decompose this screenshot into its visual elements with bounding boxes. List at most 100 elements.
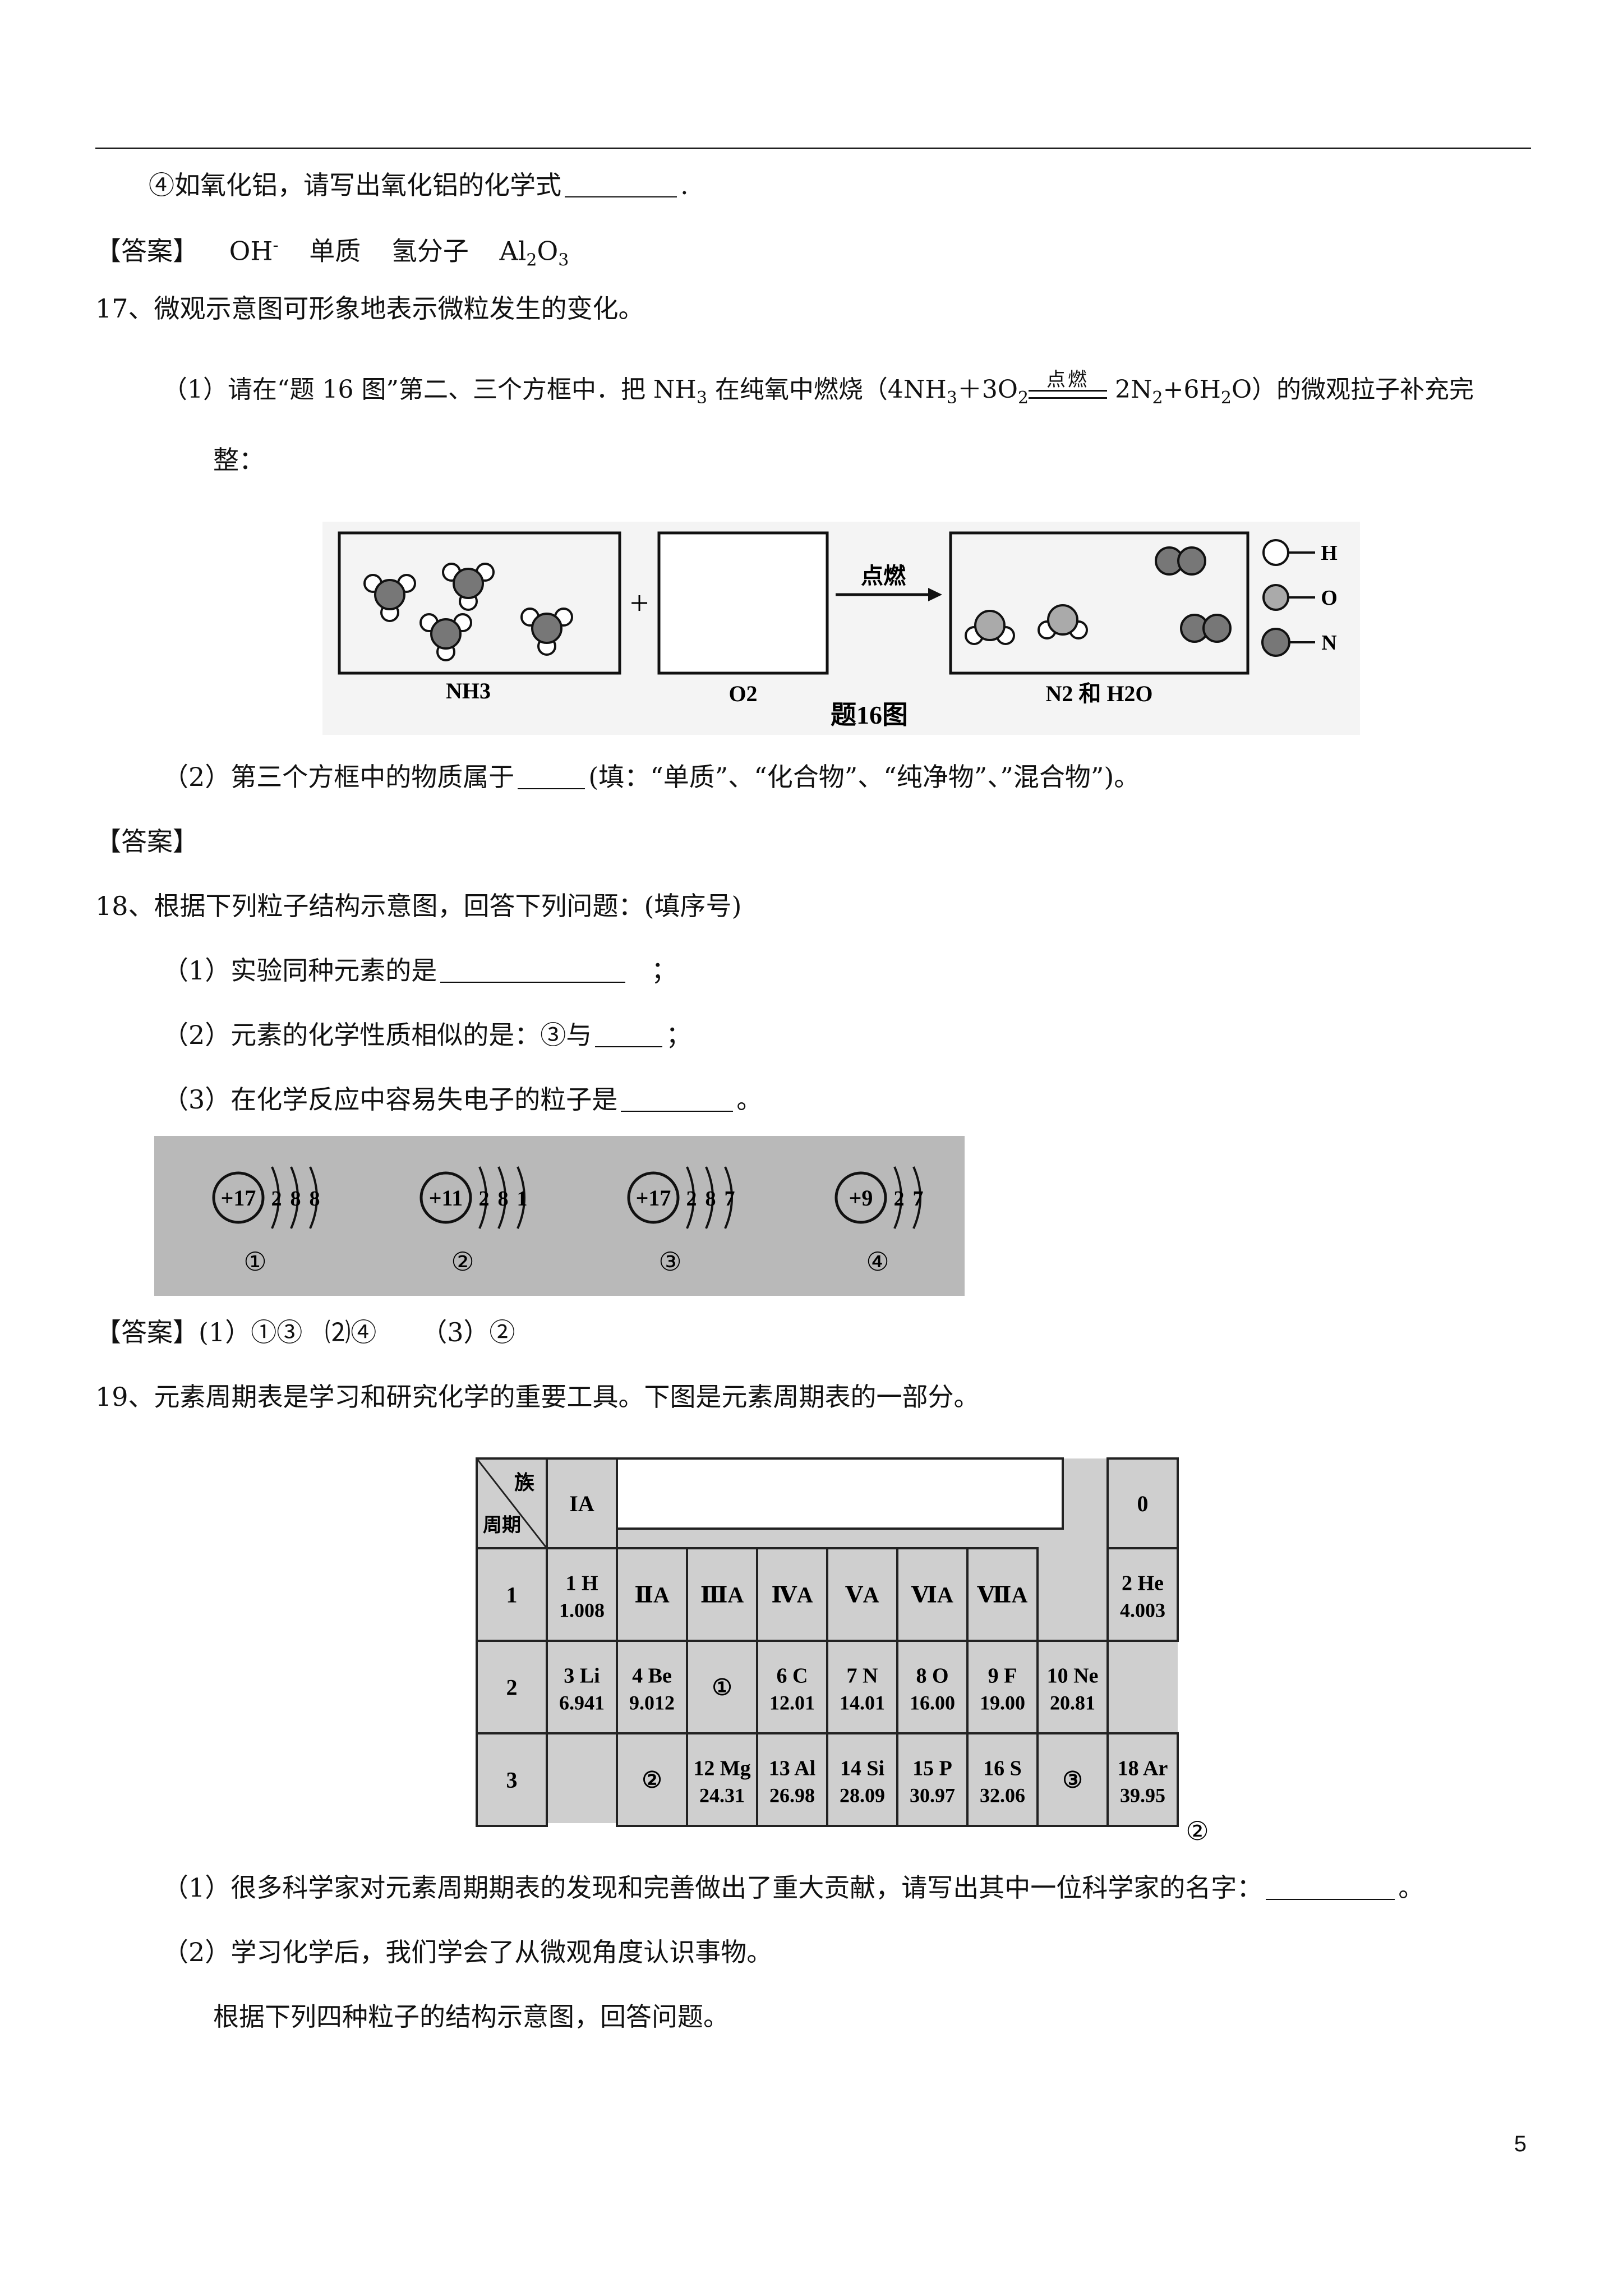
group-header: ⅥA — [896, 1547, 969, 1642]
svg-text:ⅦA: ⅦA — [977, 1582, 1028, 1608]
shell-electrons: 2 — [894, 1187, 905, 1211]
svg-text:4 Be: 4 Be — [632, 1664, 672, 1688]
element-cell: 6 C12.01 — [756, 1640, 828, 1734]
svg-text:N: N — [1321, 631, 1336, 655]
q17-part2: （2）第三个方框中的物质属于(填：“单质”、“化合物”、“纯净物”、”混合物”)… — [163, 762, 1140, 792]
svg-text:28.09: 28.09 — [840, 1784, 885, 1807]
q18-answer: 【答案】(1）①③⑵④（3）② — [95, 1317, 515, 1347]
svg-text:14 Si: 14 Si — [840, 1757, 884, 1780]
element-cell: 14 Si 28.09 — [826, 1732, 898, 1827]
h2o-molecule — [1038, 604, 1088, 639]
nucleus-charge: +17 — [221, 1185, 256, 1211]
svg-text:ⅢA: ⅢA — [700, 1582, 744, 1608]
element-cell: 8 O 16.00 — [896, 1640, 969, 1734]
element-cell: 4 Be 9.012 — [616, 1640, 688, 1734]
svg-text:32.06: 32.06 — [980, 1784, 1025, 1807]
svg-text:20.81: 20.81 — [1050, 1692, 1095, 1714]
q16-answer: 【答案】 OH- 单质 氢分子 Al2O3 — [95, 236, 569, 270]
svg-text:O: O — [1321, 586, 1338, 610]
svg-text:ⅤA: ⅤA — [845, 1582, 879, 1608]
q19-part1: （1）很多科学家对元素周期期表的发现和完善做出了重大贡献，请写出其中一位科学家的… — [163, 1872, 1424, 1903]
svg-text:2 He: 2 He — [1122, 1572, 1164, 1595]
answer-blank[interactable] — [1266, 1876, 1395, 1900]
shell-electrons: 8 — [310, 1187, 320, 1211]
svg-text:3: 3 — [506, 1768, 518, 1793]
q17-answer: 【答案】 — [95, 826, 199, 857]
table-corner: 族周期 — [476, 1457, 548, 1549]
nh3-molecule — [520, 608, 573, 656]
period-label: 3 — [476, 1732, 548, 1827]
nh3-molecule — [363, 574, 416, 622]
shell-electrons: 7 — [725, 1187, 735, 1211]
q18-stem: 18、根据下列粒子结构示意图，回答下列问题：(填序号) — [95, 891, 742, 921]
q19-part2: （2）学习化学后，我们学会了从微观角度认识事物。 — [163, 1937, 773, 1967]
svg-text:4.003: 4.003 — [1120, 1599, 1165, 1622]
period-label: 1 — [476, 1547, 548, 1642]
svg-text:③: ③ — [1063, 1768, 1083, 1793]
svg-text:30.97: 30.97 — [910, 1784, 955, 1807]
shell-electrons: 2 — [479, 1187, 490, 1211]
q17-part1: （1）请在“题 16 图”第二、三个方框中．把 NH3 在纯氧中燃烧（4NH3＋… — [163, 369, 1474, 408]
q18-part2: （2）元素的化学性质相似的是：③与； — [163, 1020, 692, 1050]
answer-blank[interactable] — [565, 174, 677, 197]
svg-text:②: ② — [642, 1768, 662, 1793]
element-cell: 1 H1.008 — [546, 1547, 618, 1642]
atom-label: ④ — [866, 1248, 889, 1276]
box-o2: O2 — [657, 531, 829, 706]
answer-blank[interactable] — [595, 1024, 663, 1047]
svg-text:9.012: 9.012 — [629, 1692, 675, 1714]
shell-electrons: 1 — [517, 1187, 528, 1211]
header-rule — [95, 148, 1531, 149]
box-nh3: NH3 — [338, 531, 621, 703]
svg-text:ⅣA: ⅣA — [771, 1582, 813, 1608]
svg-text:周期: 周期 — [483, 1515, 521, 1536]
nucleus-charge: +9 — [849, 1185, 873, 1211]
nh3-molecule — [419, 613, 472, 661]
nucleus-charge: +17 — [636, 1185, 671, 1211]
element-cell: ① — [686, 1640, 758, 1734]
svg-text:1: 1 — [506, 1582, 518, 1608]
svg-text:6.941: 6.941 — [559, 1692, 605, 1714]
header-blank — [616, 1457, 1064, 1530]
atom-label: ② — [451, 1248, 474, 1276]
svg-text:6 C: 6 C — [777, 1664, 808, 1688]
nucleus-charge: +11 — [429, 1185, 463, 1211]
svg-text:19.00: 19.00 — [980, 1692, 1025, 1714]
svg-text:13 Al: 13 Al — [769, 1757, 815, 1780]
reaction-condition: 点燃 — [1029, 369, 1108, 407]
svg-text:1.008: 1.008 — [559, 1599, 605, 1622]
answer-blank[interactable] — [440, 959, 626, 983]
n2-molecule — [1155, 546, 1206, 576]
group-header: ⅤA — [826, 1547, 898, 1642]
q17-part1-cont: 整： — [213, 445, 265, 475]
group-header: ⅢA — [686, 1547, 758, 1642]
element-cell: ③ — [1036, 1732, 1109, 1827]
answer-blank[interactable] — [621, 1088, 734, 1112]
svg-text:3 Li: 3 Li — [564, 1664, 600, 1688]
box-products: N2 和 H2O — [949, 531, 1249, 706]
svg-text:ⅥA: ⅥA — [911, 1582, 953, 1608]
n2-molecule — [1180, 614, 1232, 643]
svg-text:8 O: 8 O — [916, 1664, 948, 1688]
element-cell: 7 N14.01 — [826, 1640, 898, 1734]
svg-text:12 Mg: 12 Mg — [693, 1757, 750, 1780]
group-header: IA — [546, 1457, 618, 1549]
box-o2-label: O2 — [728, 681, 757, 706]
svg-text:①: ① — [712, 1675, 732, 1700]
nh3-molecule — [442, 563, 495, 611]
atom-label: ① — [243, 1248, 266, 1276]
q18-part1: （1）实验同种元素的是； — [163, 955, 677, 986]
group-header: ⅣA — [756, 1547, 828, 1642]
element-cell: 2 He 4.003 — [1106, 1547, 1179, 1642]
h2o-molecule — [965, 610, 1015, 645]
shell-electrons: 8 — [706, 1187, 716, 1211]
svg-text:16.00: 16.00 — [910, 1692, 955, 1714]
answer-blank[interactable] — [518, 766, 585, 789]
q16-item4: ④如氧化铝，请写出氧化铝的化学式. — [149, 170, 689, 200]
